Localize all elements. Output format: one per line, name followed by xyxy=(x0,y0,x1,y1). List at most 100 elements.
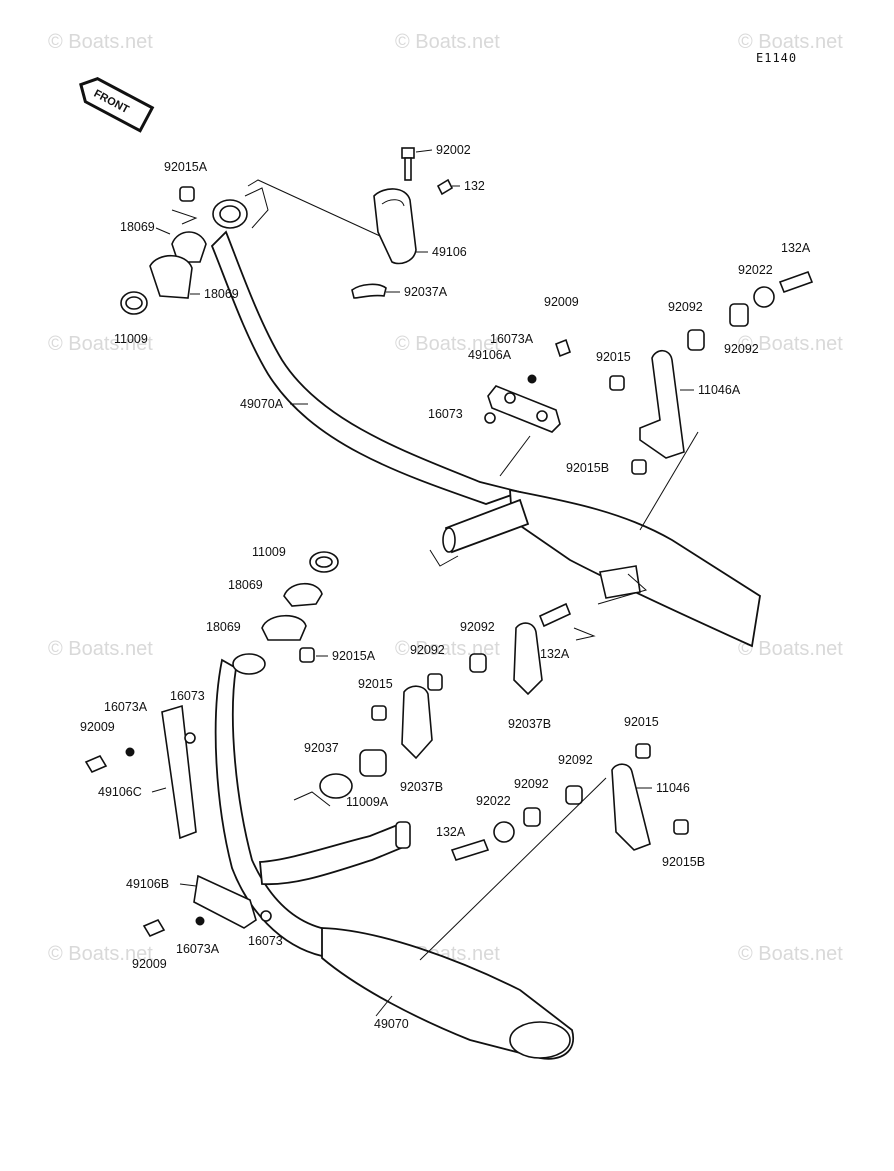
washer-16073 xyxy=(184,732,196,744)
part-label: 92015B xyxy=(566,461,609,475)
stub-end xyxy=(442,527,456,553)
nut-92015B xyxy=(673,819,689,835)
front-arrow-icon: FRONT xyxy=(79,77,155,133)
bushing-92092 xyxy=(687,329,705,351)
split-ring-18069 xyxy=(171,231,207,263)
watermark: © Boats.net xyxy=(738,31,843,53)
part-label: 92015B xyxy=(662,855,705,869)
nut-92015 xyxy=(635,743,651,759)
crossover-stub-upper xyxy=(444,498,530,554)
part-label: 92092 xyxy=(724,342,759,356)
part-label: 16073 xyxy=(170,689,205,703)
gasket-bore xyxy=(315,556,333,568)
clamp-92037 xyxy=(319,773,353,799)
watermark: © Boats.net xyxy=(395,333,500,355)
part-label: 92015A xyxy=(332,649,376,663)
exhaust-flange-lower xyxy=(232,653,266,675)
part-label: 16073A xyxy=(176,942,220,956)
part-label: 132 xyxy=(464,179,485,193)
part-label: 11009A xyxy=(346,795,389,809)
part-label: 92015 xyxy=(596,350,631,364)
bolt-92002-head xyxy=(401,147,415,159)
part-label: 11046A xyxy=(698,383,741,397)
bracket-49106C xyxy=(161,704,197,840)
part-label: 16073A xyxy=(490,332,534,346)
part-label: 49106 xyxy=(432,245,467,259)
header-pipe-upper xyxy=(210,230,524,505)
part-label: 132A xyxy=(540,647,570,661)
washer-16073 xyxy=(260,910,272,922)
muffler-lower xyxy=(321,927,575,1060)
part-label: 16073 xyxy=(428,407,463,421)
washer-16073A xyxy=(125,747,135,757)
part-label: 92092 xyxy=(558,753,593,767)
bracket-49106B xyxy=(193,874,257,929)
part-label: 92015A xyxy=(164,160,208,174)
sleeve-11009A xyxy=(359,749,387,777)
part-label: 11009 xyxy=(114,332,148,346)
part-label: 49106A xyxy=(468,348,512,362)
part-label: 11046 xyxy=(656,781,690,795)
bolt-132A xyxy=(450,839,490,861)
part-label: 11009 xyxy=(252,545,286,559)
part-label: 92037 xyxy=(304,741,339,755)
bolt-92009 xyxy=(84,754,108,774)
part-label: 132A xyxy=(436,825,466,839)
part-label: 49106B xyxy=(126,877,169,891)
bolt-132A xyxy=(778,270,814,294)
part-label: 92037B xyxy=(508,717,551,731)
clamp-92037B xyxy=(513,622,543,696)
part-labels: 92002 132 92015A 18069 49106 18069 92037… xyxy=(80,143,811,1031)
part-label: 49070A xyxy=(240,397,284,411)
part-label: 92092 xyxy=(514,777,549,791)
watermark: © Boats.net xyxy=(395,31,500,53)
nut-92015B xyxy=(631,459,647,475)
bolt-92002-shank xyxy=(404,157,412,181)
clamp-92037A xyxy=(351,283,387,299)
watermark: © Boats.net xyxy=(738,333,843,355)
upper-muffler-assembly xyxy=(120,147,814,648)
part-label: 92009 xyxy=(132,957,167,971)
part-label: 49070 xyxy=(374,1017,409,1031)
nut-92015A xyxy=(179,186,195,202)
part-label: 92022 xyxy=(476,794,511,808)
watermark: © Boats.net xyxy=(48,333,153,355)
muffler-tip xyxy=(509,1021,571,1059)
part-label: 18069 xyxy=(204,287,239,301)
part-label: 16073A xyxy=(104,700,148,714)
exhaust-flange-bore xyxy=(219,205,241,223)
clamp-49106 xyxy=(373,188,417,265)
part-label: 92009 xyxy=(80,720,115,734)
part-label: 92015 xyxy=(358,677,393,691)
part-label: 49106C xyxy=(98,785,142,799)
split-ring-18069 xyxy=(149,254,193,299)
watermark: © Boats.net xyxy=(48,943,153,965)
part-label: 132A xyxy=(781,241,811,255)
part-label: 92092 xyxy=(668,300,703,314)
part-label: 92015 xyxy=(624,715,659,729)
part-label: 92037B xyxy=(400,780,443,794)
split-ring-18069 xyxy=(261,615,307,641)
lower-muffler-assembly xyxy=(84,551,689,1060)
part-label: 18069 xyxy=(206,620,241,634)
washer-16073A xyxy=(527,374,537,384)
watermark: © Boats.net xyxy=(48,638,153,660)
gasket-bore xyxy=(125,296,143,310)
bushing-92092 xyxy=(523,807,541,827)
bolt-132A xyxy=(538,602,572,628)
part-label: 18069 xyxy=(228,578,263,592)
watermark-layer: © Boats.net © Boats.net © Boats.net © Bo… xyxy=(48,31,843,965)
part-label: 16073 xyxy=(248,934,283,948)
washer-16073 xyxy=(484,412,496,424)
bolt-92009 xyxy=(142,918,166,938)
washer-92022 xyxy=(493,821,515,843)
clamp-92037B xyxy=(401,685,433,760)
part-label: 92037A xyxy=(404,285,448,299)
crossover-end xyxy=(395,821,411,849)
bracket-11046A xyxy=(639,349,685,459)
washer-16073A xyxy=(195,916,205,926)
part-label: 92022 xyxy=(738,263,773,277)
split-ring-18069 xyxy=(283,582,323,607)
part-label: 92092 xyxy=(410,643,445,657)
nut-92015 xyxy=(609,375,625,391)
